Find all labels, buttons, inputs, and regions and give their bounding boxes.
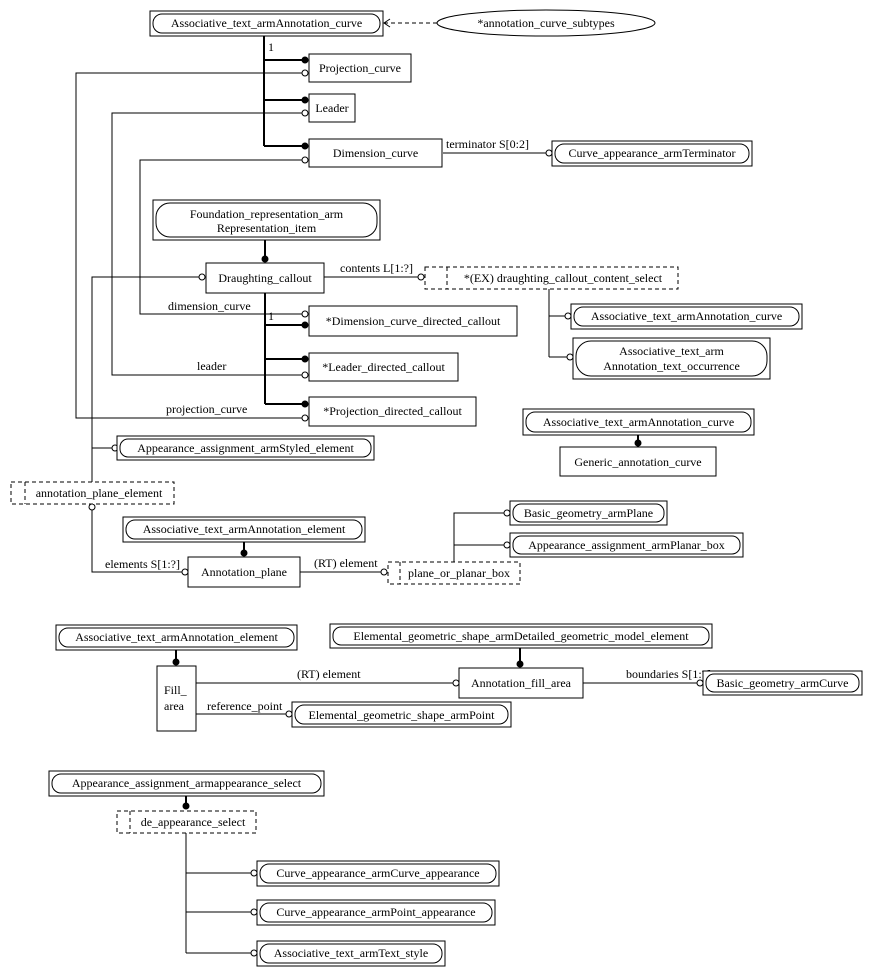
entity-associative-text-annotation-curve[interactable]: Associative_text_armAnnotation_curve [522, 408, 755, 436]
svg-text:Associative_text_armAnnotation: Associative_text_armAnnotation_element [143, 522, 346, 536]
terminator-label: terminator S[0:2] [446, 137, 529, 151]
svg-text:Appearance_assignment_armappea: Appearance_assignment_armappearance_sele… [72, 776, 302, 790]
svg-text:Representation_item: Representation_item [217, 221, 317, 235]
svg-text:Annotation_fill_area: Annotation_fill_area [471, 676, 572, 690]
entity-dimension-curve-directed-callout[interactable]: *Dimension_curve_directed_callout [308, 305, 518, 337]
svg-text:*annotation_curve_subtypes: *annotation_curve_subtypes [477, 16, 615, 30]
entity-generic-annotation-curve[interactable]: Generic_annotation_curve [559, 446, 717, 477]
entity-annotation-text-occurrence[interactable]: Associative_text_arm Annotation_text_occ… [572, 337, 771, 380]
svg-text:Elemental_geometric_shape_armP: Elemental_geometric_shape_armPoint [309, 708, 496, 722]
entity-leader-directed-callout[interactable]: *Leader_directed_callout [308, 352, 459, 382]
entity-draughting-callout-content-select[interactable]: *(EX) draughting_callout_content_select [424, 266, 679, 290]
projection-curve-label: projection_curve [166, 402, 247, 416]
svg-text:Basic_geometry_armPlane: Basic_geometry_armPlane [524, 506, 653, 520]
svg-text:Curve_appearance_armPoint_appe: Curve_appearance_armPoint_appearance [276, 905, 475, 919]
entity-plane-or-planar-box[interactable]: plane_or_planar_box [387, 561, 521, 585]
entity-associative-text-annotation-element[interactable]: Associative_text_armAnnotation_element [55, 624, 298, 651]
entity-detailed-geometric-model-element[interactable]: Elemental_geometric_shape_armDetailed_ge… [329, 623, 713, 649]
entity-curve-appearance-point[interactable]: Curve_appearance_armPoint_appearance [256, 899, 496, 926]
svg-text:Associative_text_armAnnotation: Associative_text_armAnnotation_element [75, 630, 278, 644]
entity-appearance-planar-box[interactable]: Appearance_assignment_armPlanar_box [509, 532, 744, 558]
svg-text:Basic_geometry_armCurve: Basic_geometry_armCurve [717, 676, 849, 690]
svg-text:Leader: Leader [315, 101, 348, 115]
relation-labels: 1 terminator S[0:2] contents L[1:?] dime… [105, 40, 711, 713]
entity-projection-curve[interactable]: Projection_curve [308, 53, 412, 83]
entity-annotation-plane-element[interactable]: annotation_plane_element [10, 481, 175, 505]
svg-text:*Projection_directed_callout: *Projection_directed_callout [323, 404, 462, 418]
svg-text:annotation_plane_element: annotation_plane_element [36, 486, 163, 500]
svg-text:Generic_annotation_curve: Generic_annotation_curve [574, 455, 701, 469]
entity-basic-geometry-curve[interactable]: Basic_geometry_armCurve [702, 670, 863, 696]
entity-appearance-select[interactable]: Appearance_assignment_armappearance_sele… [48, 770, 325, 797]
entity-draughting-callout[interactable]: Draughting_callout [205, 262, 325, 294]
svg-text:Draughting_callout: Draughting_callout [218, 271, 312, 285]
entity-annotation-plane[interactable]: Annotation_plane [187, 556, 301, 588]
cardinality-label: 1 [268, 40, 274, 54]
elements-label: elements S[1:?] [105, 557, 180, 571]
svg-text:*Leader_directed_callout: *Leader_directed_callout [322, 360, 445, 374]
contents-label: contents L[1:?] [340, 261, 413, 275]
entity-curve-appearance-terminator[interactable]: Curve_appearance_armTerminator [551, 140, 753, 167]
svg-text:Foundation_representation_arm: Foundation_representation_arm [190, 207, 344, 221]
svg-text:Curve_appearance_armTerminator: Curve_appearance_armTerminator [568, 146, 735, 160]
cardinality-label: 1 [268, 309, 274, 323]
entity-curve-appearance-curve[interactable]: Curve_appearance_armCurve_appearance [256, 860, 500, 887]
entity-associative-text-annotation-curve[interactable]: Associative_text_armAnnotation_curve [570, 303, 803, 330]
svg-text:Associative_text_armText_style: Associative_text_armText_style [274, 946, 428, 960]
svg-text:Associative_text_armAnnotation: Associative_text_armAnnotation_curve [543, 415, 734, 429]
boundaries-label: boundaries S[1:?] [626, 667, 711, 681]
connector-lines [75, 22, 697, 954]
svg-text:Curve_appearance_armCurve_appe: Curve_appearance_armCurve_appearance [276, 866, 479, 880]
svg-text:de_appearance_select: de_appearance_select [141, 815, 246, 829]
entity-projection-directed-callout[interactable]: *Projection_directed_callout [308, 396, 477, 427]
reference-point-label: reference_point [207, 699, 283, 713]
entity-annotation-fill-area[interactable]: Annotation_fill_area [458, 667, 584, 699]
rt-element-label: (RT) element [297, 667, 361, 681]
svg-text:Annotation_plane: Annotation_plane [201, 565, 287, 579]
dimension-curve-label: dimension_curve [168, 299, 251, 313]
entity-de-appearance-select[interactable]: de_appearance_select [116, 810, 257, 834]
entity-leader[interactable]: Leader [308, 93, 356, 123]
entity-associative-text-annotation-element[interactable]: Associative_text_armAnnotation_element [122, 516, 366, 543]
svg-text:Projection_curve: Projection_curve [319, 61, 401, 75]
entity-associative-text-style[interactable]: Associative_text_armText_style [256, 940, 446, 967]
entity-dimension-curve[interactable]: Dimension_curve [308, 138, 443, 168]
rt-element-label: (RT) element [314, 556, 378, 570]
entity-appearance-styled-element[interactable]: Appearance_assignment_armStyled_element [116, 435, 375, 461]
entity-associative-text-annotation-curve[interactable]: Associative_text_armAnnotation_curve [149, 10, 384, 37]
entity-basic-geometry-plane[interactable]: Basic_geometry_armPlane [509, 500, 668, 526]
svg-text:Elemental_geometric_shape_armD: Elemental_geometric_shape_armDetailed_ge… [353, 629, 689, 643]
svg-text:Annotation_text_occurrence: Annotation_text_occurrence [603, 359, 740, 373]
svg-text:Associative_text_armAnnotation: Associative_text_armAnnotation_curve [591, 309, 782, 323]
svg-text:*Dimension_curve_directed_call: *Dimension_curve_directed_callout [326, 314, 501, 328]
svg-text:Associative_text_arm: Associative_text_arm [619, 344, 724, 358]
entity-annotation-curve-subtypes[interactable]: *annotation_curve_subtypes [436, 9, 656, 37]
entity-boxes: Associative_text_armAnnotation_curve *an… [10, 9, 863, 967]
svg-text:Fill_: Fill_ [164, 683, 188, 697]
entity-foundation-representation-item[interactable]: Foundation_representation_arm Representa… [152, 199, 381, 241]
svg-text:plane_or_planar_box: plane_or_planar_box [408, 566, 510, 580]
entity-elemental-point[interactable]: Elemental_geometric_shape_armPoint [291, 701, 512, 728]
svg-text:Appearance_assignment_armStyle: Appearance_assignment_armStyled_element [137, 441, 354, 455]
entity-fill-area[interactable]: Fill_ area [156, 665, 197, 732]
svg-text:Associative_text_armAnnotation: Associative_text_armAnnotation_curve [171, 16, 362, 30]
svg-text:*(EX) draughting_callout_conte: *(EX) draughting_callout_content_select [464, 271, 663, 285]
leader-label: leader [197, 359, 226, 373]
svg-text:area: area [164, 699, 185, 713]
svg-text:Appearance_assignment_armPlana: Appearance_assignment_armPlanar_box [528, 538, 725, 552]
svg-text:Dimension_curve: Dimension_curve [333, 146, 418, 160]
